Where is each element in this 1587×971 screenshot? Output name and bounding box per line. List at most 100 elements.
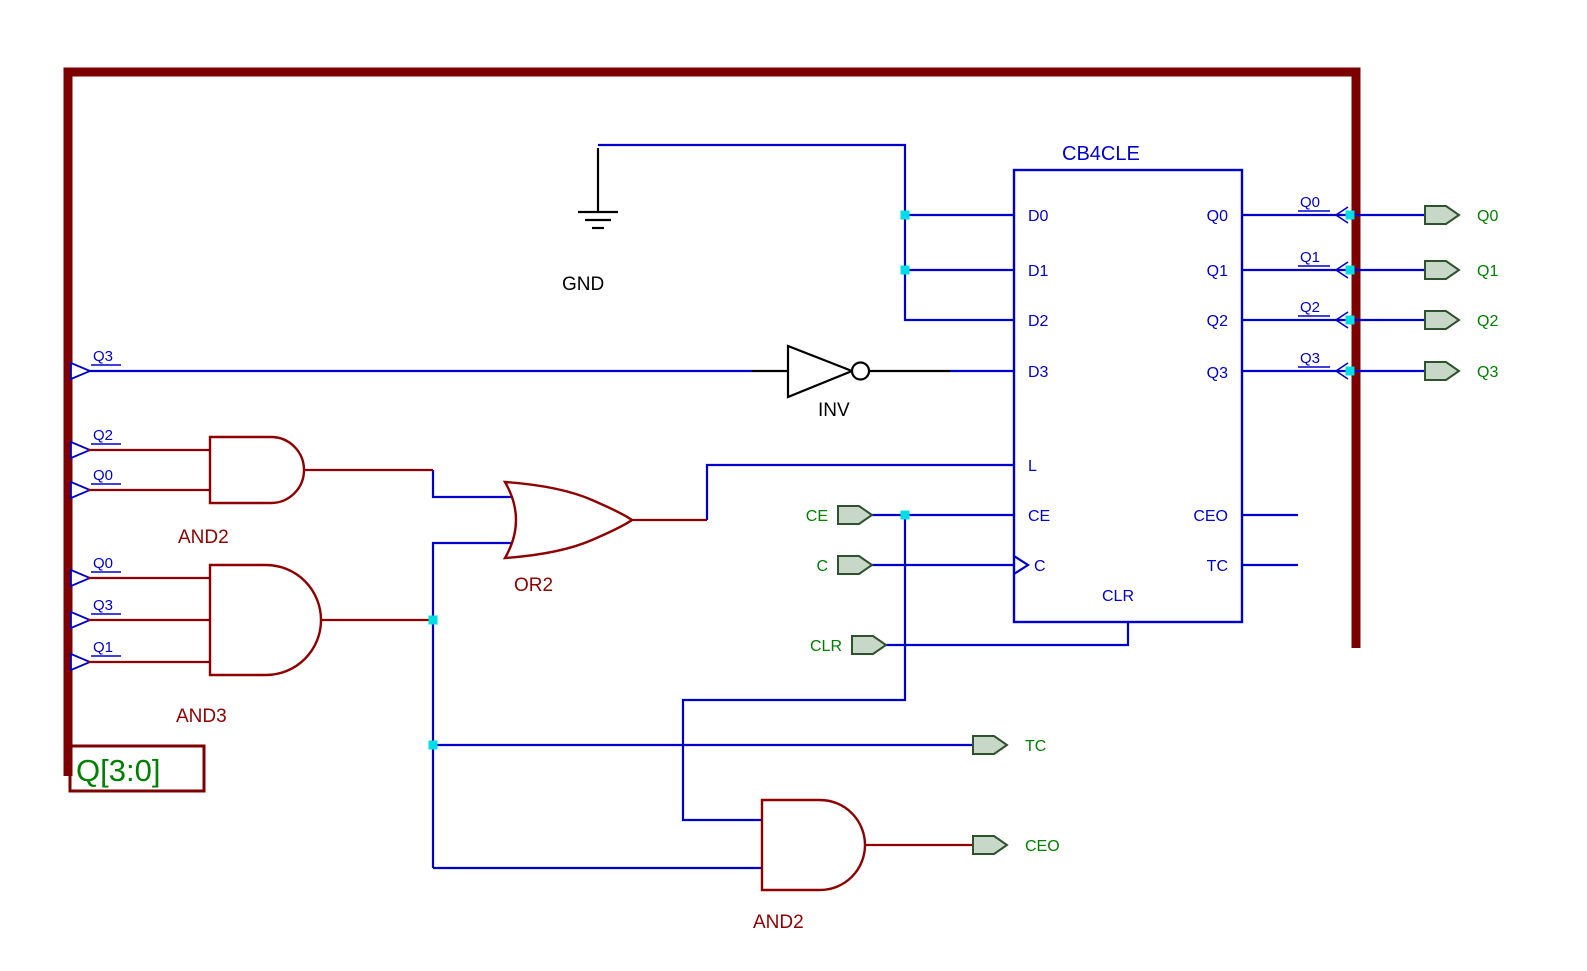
junction-dot	[1345, 265, 1355, 275]
terminal-c-label: C	[816, 558, 828, 575]
output-terminals: Q0 Q1 Q2 Q3 TC CEO	[972, 205, 1498, 855]
junction-dots	[428, 210, 1355, 750]
net-label-q2-right: Q2	[1300, 299, 1320, 316]
terminal-q1-out[interactable]: Q1	[1424, 260, 1498, 280]
wire-or2-to-l[interactable]	[705, 463, 1014, 520]
gate-wires	[88, 448, 973, 847]
output-pin-icon[interactable]	[972, 735, 1009, 755]
counter-component[interactable]: CB4CLE D0 D1 D2 D3 L CE C CLR Q0 Q1 Q2 Q…	[1012, 143, 1244, 624]
wires	[88, 143, 1425, 870]
and2-bottom-label: AND2	[753, 912, 804, 933]
junction-dot	[428, 740, 438, 750]
net-label-q1-right: Q1	[1300, 249, 1320, 266]
gnd-label: GND	[562, 274, 604, 295]
net-labels-right: Q0 Q1 Q2 Q3	[1298, 194, 1349, 380]
bus-tap-arrow-icon	[1334, 261, 1349, 279]
output-pin-icon[interactable]	[1424, 205, 1461, 225]
input-terminals: CE C CLR	[806, 505, 888, 655]
and3-gate[interactable]: AND3	[176, 563, 323, 727]
terminal-clr-label: CLR	[810, 638, 842, 655]
bus-tap-arrow-icon	[1334, 311, 1349, 329]
junction-dot	[1345, 210, 1355, 220]
bus-tap-arrow-icon	[1334, 362, 1349, 380]
bus-label-box	[68, 744, 206, 793]
wire-clr-to-pin[interactable]	[886, 622, 1130, 647]
pin-label-l: L	[1028, 458, 1037, 475]
pin-label-q0: Q0	[1207, 208, 1228, 225]
bus-tap[interactable]	[70, 480, 93, 500]
and2-top-label: AND2	[178, 527, 229, 548]
wire-and3-node-vertical[interactable]	[431, 541, 513, 868]
terminal-q2-label: Q2	[1477, 313, 1498, 330]
bus-tap[interactable]	[70, 568, 93, 588]
terminal-ce[interactable]: CE	[806, 505, 874, 525]
inv-triangle[interactable]	[786, 344, 855, 399]
pin-label-q2: Q2	[1207, 313, 1228, 330]
and2-top-body[interactable]	[208, 435, 306, 505]
and3-label: AND3	[176, 706, 227, 727]
pin-label-q1: Q1	[1207, 263, 1228, 280]
terminal-c[interactable]: C	[816, 555, 874, 575]
junction-dot	[428, 615, 438, 625]
terminal-ceo-out[interactable]: CEO	[972, 835, 1060, 855]
input-pin-icon[interactable]	[851, 635, 888, 655]
terminal-q3-out[interactable]: Q3	[1424, 361, 1498, 381]
terminal-q1-label: Q1	[1477, 263, 1498, 280]
inv-bubble	[850, 361, 871, 381]
terminal-tc-out[interactable]: TC	[972, 735, 1046, 755]
input-pin-icon[interactable]	[837, 555, 874, 575]
bus-label: Q[3:0]	[76, 753, 160, 788]
terminal-q2-out[interactable]: Q2	[1424, 310, 1498, 330]
wire-and2-to-or2-in1[interactable]	[431, 470, 513, 499]
bus-tap[interactable]	[70, 440, 93, 460]
net-label-q0: Q0	[93, 467, 113, 484]
pin-label-d0: D0	[1028, 208, 1049, 225]
inv-label: INV	[818, 400, 850, 421]
terminal-q0-label: Q0	[1477, 208, 1498, 225]
and3-body[interactable]	[208, 563, 323, 677]
net-label-q1: Q1	[93, 639, 113, 656]
net-label-q0-right: Q0	[1300, 194, 1320, 211]
bus-tap[interactable]	[70, 610, 93, 630]
terminal-clr[interactable]: CLR	[810, 635, 888, 655]
net-label-q2: Q2	[93, 427, 113, 444]
output-pin-icon[interactable]	[1424, 260, 1461, 280]
bus-q3-0: Q[3:0]	[63, 67, 1361, 793]
net-label-q3-right: Q3	[1300, 350, 1320, 367]
terminal-q0-out[interactable]: Q0	[1424, 205, 1498, 225]
pin-label-d3: D3	[1028, 364, 1049, 381]
gnd-symbol[interactable]: GND	[562, 148, 618, 295]
output-pin-icon[interactable]	[1424, 310, 1461, 330]
clock-wedge-icon	[1013, 555, 1031, 575]
wire-gnd-to-d2[interactable]	[598, 143, 1014, 322]
junction-dot	[1345, 315, 1355, 325]
or2-gate[interactable]: OR2	[502, 480, 635, 596]
terminal-tc-label: TC	[1025, 738, 1046, 755]
pin-label-clr: CLR	[1102, 588, 1134, 605]
net-label-q3b: Q3	[93, 597, 113, 614]
input-pin-icon[interactable]	[837, 505, 874, 525]
wire-ce-branch-to-and2b[interactable]	[681, 515, 907, 822]
inverter-gate[interactable]: INV	[752, 344, 950, 421]
net-label-q0b: Q0	[93, 555, 113, 572]
junction-dot	[900, 210, 910, 220]
and2-top-gate[interactable]: AND2	[178, 435, 306, 548]
and2-bottom-body[interactable]	[760, 798, 867, 892]
and2-bottom-gate[interactable]: AND2	[753, 798, 867, 933]
bus-tap-arrow-icon	[1334, 206, 1349, 224]
bus-tap[interactable]	[70, 361, 93, 381]
or2-body[interactable]	[502, 480, 635, 560]
pin-label-c: C	[1034, 558, 1046, 575]
bus-tap[interactable]	[70, 652, 93, 672]
bus-wire[interactable]	[63, 67, 1361, 776]
terminal-q3-label: Q3	[1477, 364, 1498, 381]
bus-taps-left	[70, 361, 93, 672]
pin-label-q3: Q3	[1207, 365, 1228, 382]
junction-dot	[900, 510, 910, 520]
component-body[interactable]	[1012, 168, 1244, 624]
output-pin-icon[interactable]	[1424, 361, 1461, 381]
terminal-ce-label: CE	[806, 508, 828, 525]
output-pin-icon[interactable]	[972, 835, 1009, 855]
pin-label-ce: CE	[1028, 508, 1050, 525]
